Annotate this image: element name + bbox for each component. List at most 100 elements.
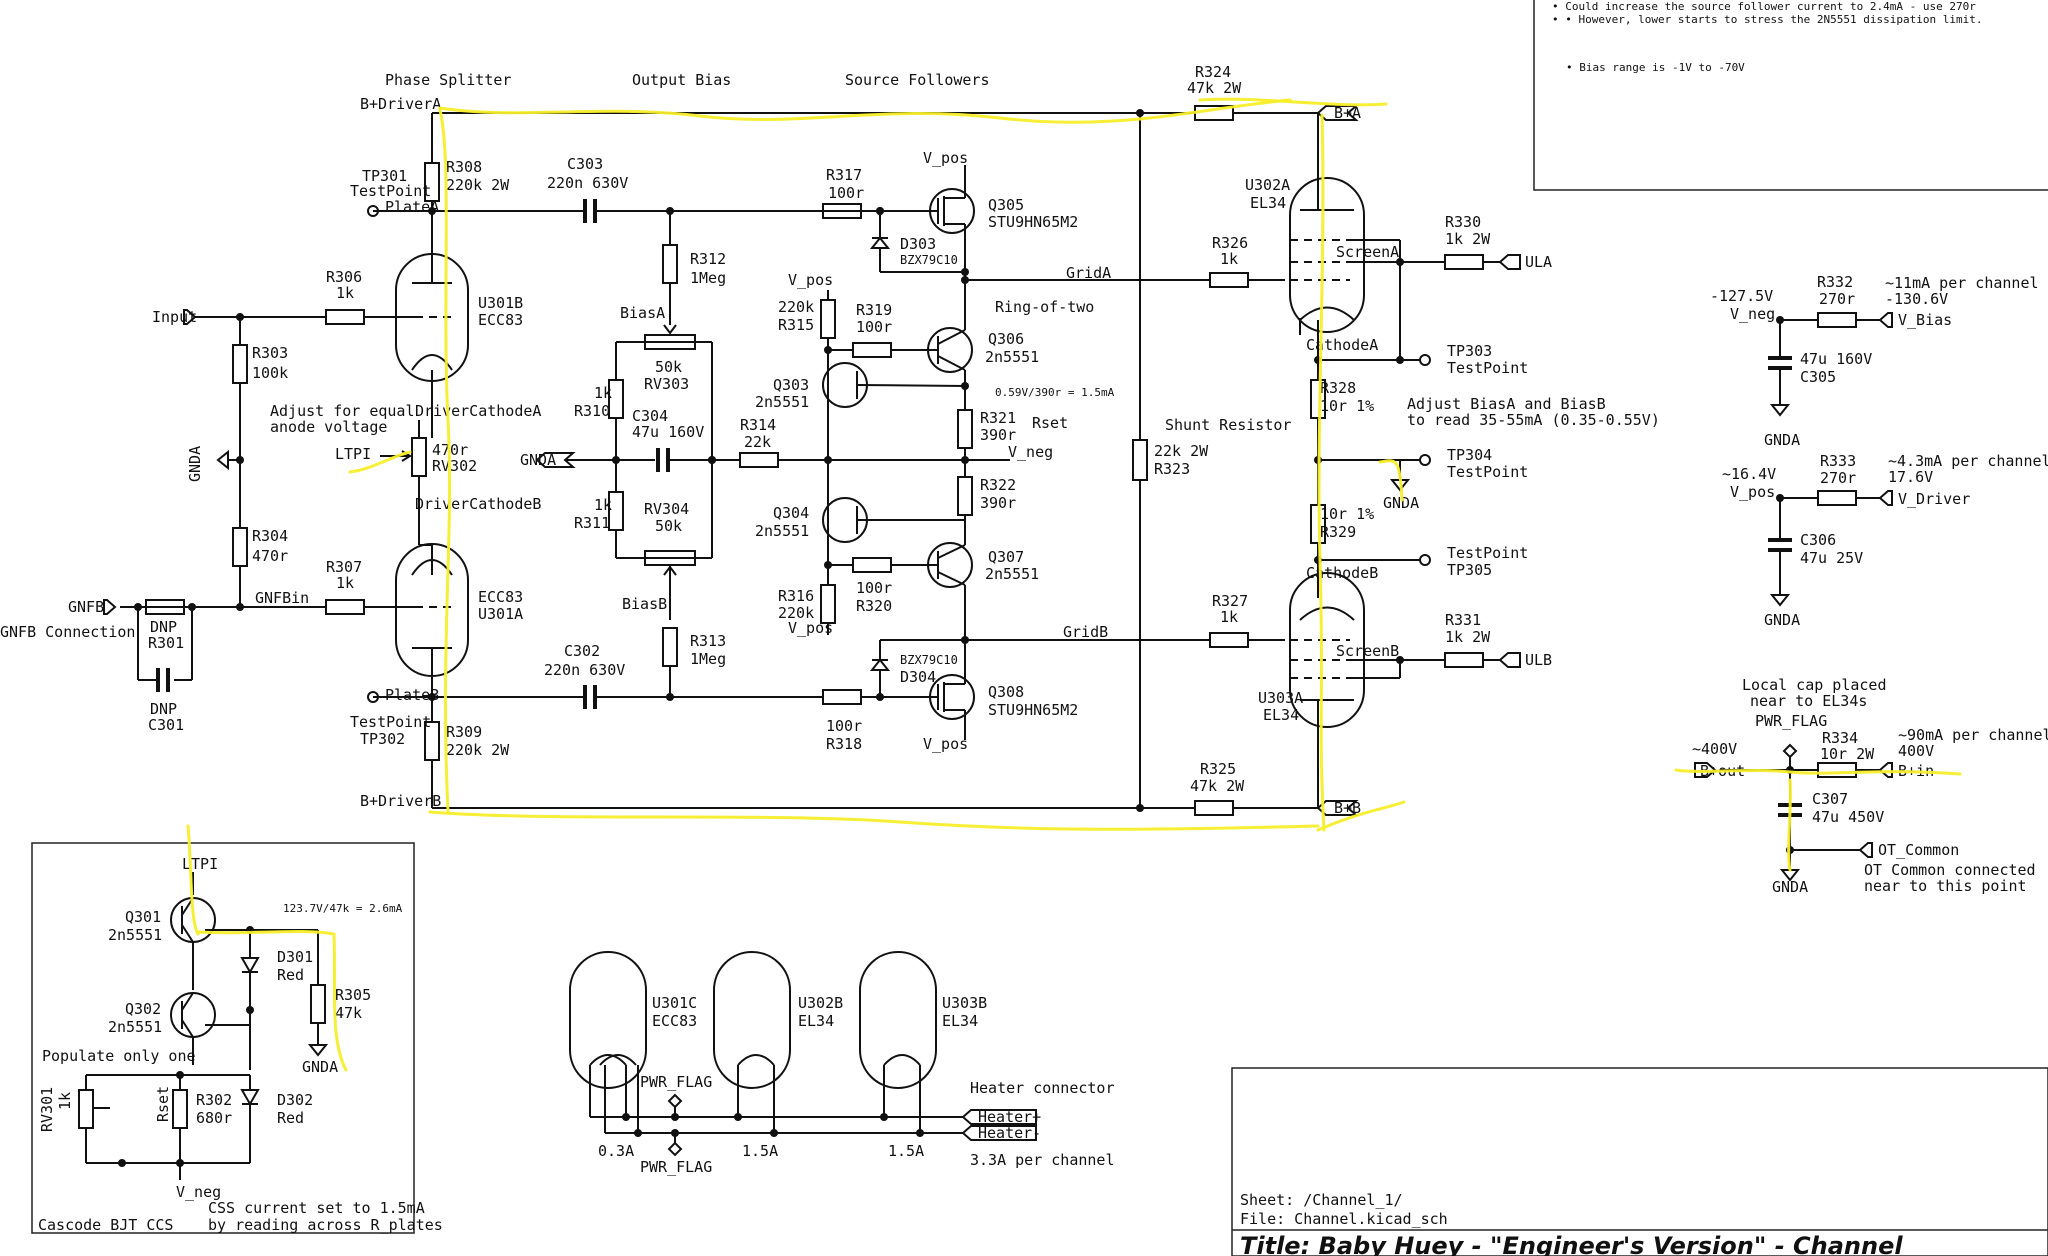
r322-ref: R322 [980, 476, 1016, 494]
local-cap-note-2: near to EL34s [1750, 692, 1867, 710]
rv302-ref: RV302 [432, 457, 477, 475]
i11-note: ~11mA per channel [1885, 274, 2039, 292]
net-v-bias[interactable]: V_Bias [1898, 311, 1952, 329]
bplus-rails [432, 105, 1318, 816]
r303-val: 100k [252, 364, 288, 382]
section-output-bias: Output Bias [632, 71, 731, 89]
rv301-val: 1k [56, 1092, 74, 1110]
ot-common-note-2: near to this point [1864, 877, 2027, 895]
r305-val: 47k [335, 1004, 362, 1022]
c305-ref: C305 [1800, 368, 1836, 386]
net-gnda-c305: GNDA [1764, 431, 1800, 449]
net-input[interactable]: Input [152, 308, 197, 326]
q307-val: 2n5551 [985, 565, 1039, 583]
input-network [103, 309, 248, 692]
q302-ref: Q302 [125, 1000, 161, 1018]
net-v-pos-q305: V_pos [923, 149, 968, 167]
u302a-val: EL34 [1250, 194, 1286, 212]
net-v-driver[interactable]: V_Driver [1898, 490, 1970, 508]
r321-val: 390r [980, 426, 1016, 444]
net-ula[interactable]: ULA [1525, 253, 1552, 271]
d303-val: BZX79C10 [900, 253, 958, 267]
r331-ref: R331 [1445, 611, 1481, 629]
r319-val: 100r [856, 318, 892, 336]
r318-ref: R318 [826, 735, 862, 753]
net-screen-b: ScreenB [1336, 642, 1399, 660]
r305-ref: R305 [335, 986, 371, 1004]
r306-ref: R306 [326, 268, 362, 286]
section-phase-splitter: Phase Splitter [385, 71, 511, 89]
v16-note: ~16.4V [1722, 465, 1776, 483]
d301-val: Red [277, 966, 304, 984]
i90-note: ~90mA per channel [1898, 726, 2048, 744]
c303-ref: C303 [567, 155, 603, 173]
net-gnfb[interactable]: GNFB [68, 598, 104, 616]
net-v-neg-filter: V_neg [1730, 305, 1775, 323]
gnfb-connection-label: GNFB Connection [0, 623, 135, 641]
note-line-3: • Bias range is -1V to -70V [1566, 61, 1745, 74]
pwr-flag-right: PWR_FLAG [1755, 712, 1827, 730]
net-cathode-a: CathodeA [1306, 336, 1378, 354]
net-v-pos-r315: V_pos [788, 271, 833, 289]
c301-ref: C301 [148, 716, 184, 734]
q308-ref: Q308 [988, 683, 1024, 701]
r312-ref: R312 [690, 250, 726, 268]
net-screen-a: ScreenA [1336, 243, 1399, 261]
net-gnda-c307: GNDA [1772, 878, 1808, 896]
net-heater-plus[interactable]: Heater+ [978, 1108, 1041, 1126]
notes-box: • Could increase the source follower cur… [1533, 0, 2048, 191]
rset-label: Rset [1032, 414, 1068, 432]
populate-note: Populate only one [42, 1047, 196, 1065]
r325-ref: R325 [1200, 760, 1236, 778]
r309-val: 220k 2W [446, 741, 510, 759]
rv304-val: 50k [655, 517, 682, 535]
u301a-ref: U301A [478, 605, 523, 623]
adjust-bias-note: Adjust BiasA and BiasB [1407, 395, 1606, 413]
net-v-neg: V_neg [1008, 443, 1053, 461]
net-ot-common[interactable]: OT_Common [1878, 841, 1959, 859]
net-ulb[interactable]: ULB [1525, 651, 1552, 669]
net-b-plus-a: B+A [1334, 104, 1361, 122]
tp302-label: TP302 [360, 730, 405, 748]
net-cathode-b: CathodeB [1306, 564, 1378, 582]
net-v-pos-r316: V_pos [788, 619, 833, 637]
i43-note: ~4.3mA per channel [1888, 452, 2048, 470]
r320-val: 100r [856, 579, 892, 597]
heater-current-el34-b: 1.5A [888, 1142, 924, 1160]
u303a-val: EL34 [1263, 706, 1299, 724]
r324-val: 47k 2W [1187, 79, 1242, 97]
bplus-a-connector [1316, 105, 1359, 121]
net-heater-minus[interactable]: Heater- [978, 1124, 1041, 1142]
u302a-ref: U302A [1245, 176, 1290, 194]
net-gnda-input: GNDA [186, 446, 204, 482]
c306-ref: C306 [1800, 531, 1836, 549]
r311-ref: R311 [574, 514, 610, 532]
net-grid-b: GridB [1063, 623, 1108, 641]
heater-connector-label: Heater connector [970, 1079, 1115, 1097]
r321-ref: R321 [980, 409, 1016, 427]
u303a-ref: U303A [1258, 689, 1303, 707]
pwr-flag-heater-top: PWR_FLAG [640, 1073, 712, 1091]
v130-note: -130.6V [1885, 290, 1948, 308]
u303b-ref: U303B [942, 994, 987, 1012]
r331-val: 1k 2W [1445, 628, 1491, 646]
c305-val: 47u 160V [1800, 350, 1872, 368]
u302b-ref: U302B [798, 994, 843, 1012]
u301a-envelope [395, 543, 469, 677]
c306-val: 47u 25V [1800, 549, 1863, 567]
c307-ref: C307 [1812, 790, 1848, 808]
r325-val: 47k 2W [1190, 777, 1245, 795]
heater-current-ecc83: 0.3A [598, 1142, 634, 1160]
c301-val: DNP [150, 700, 177, 718]
net-driver-cathode-b: DriverCathodeB [415, 495, 541, 513]
r320-ref: R320 [856, 597, 892, 615]
r325-body [1194, 800, 1234, 816]
r301-val: DNP [150, 618, 177, 636]
tp301-testpoint: TestPoint [350, 182, 431, 200]
title-block [1231, 1067, 2048, 1256]
d302-val: Red [277, 1109, 304, 1127]
u303b-val: EL34 [942, 1012, 978, 1030]
note-line-2: • • However, lower starts to stress the … [1552, 13, 1982, 26]
heater-section [569, 951, 1037, 1157]
r317-val: 100r [828, 184, 864, 202]
